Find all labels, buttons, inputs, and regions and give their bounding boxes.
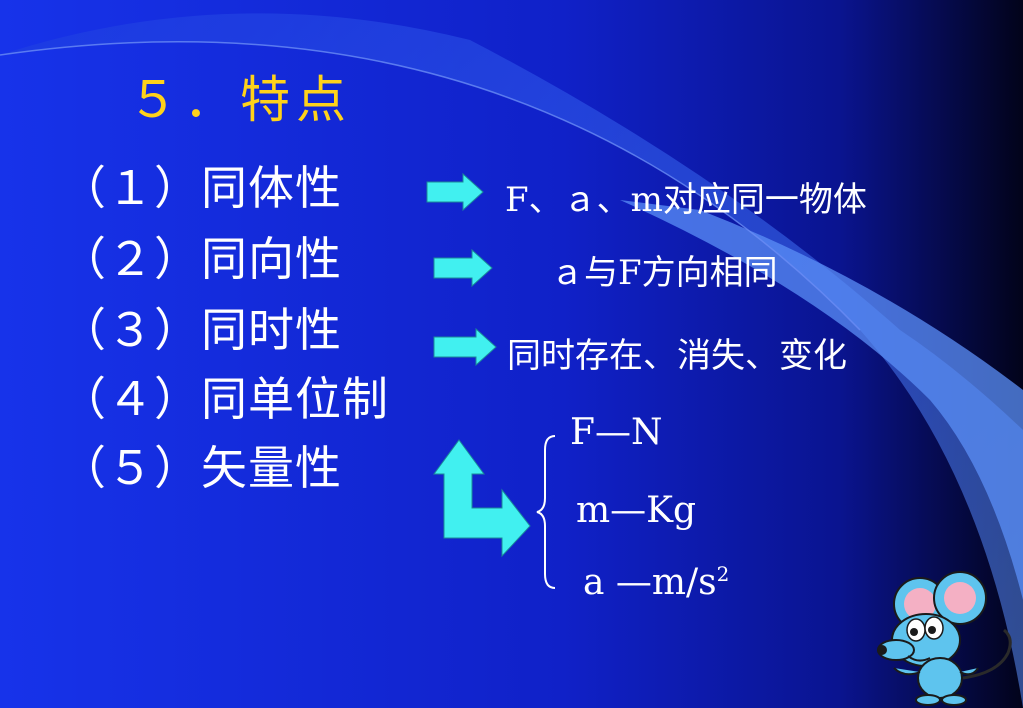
- cartoon-mouse-icon: [877, 571, 1012, 706]
- unit-acceleration-text: a —m/s: [583, 562, 717, 603]
- right-arrow-icon: [433, 248, 493, 288]
- unit-acceleration-exponent: 2: [716, 562, 730, 586]
- unit-force: F—N: [570, 412, 663, 453]
- light-wedge-inner: [620, 200, 1023, 600]
- feature-item-1: （１）同体性: [60, 161, 342, 215]
- right-arrow-icon: [433, 327, 497, 367]
- feature-item-2: （２）同向性: [60, 232, 342, 286]
- feature-item-4: （４）同单位制: [60, 372, 389, 426]
- feature-item-3: （３）同时性: [60, 303, 342, 357]
- bent-arrow-icon: [433, 439, 531, 558]
- unit-acceleration: a —m/s2: [583, 562, 729, 603]
- desc-same-object: F、ａ、m对应同一物体: [505, 180, 867, 220]
- unit-mass: m—Kg: [576, 490, 697, 531]
- slide-title: ５．特点: [128, 71, 352, 129]
- right-arrow-icon: [426, 172, 484, 212]
- curly-brace: [536, 435, 556, 589]
- desc-same-direction: ａ与F方向相同: [550, 253, 778, 293]
- desc-simultaneous: 同时存在、消失、变化: [507, 336, 847, 376]
- feature-item-5: （５）矢量性: [60, 441, 342, 495]
